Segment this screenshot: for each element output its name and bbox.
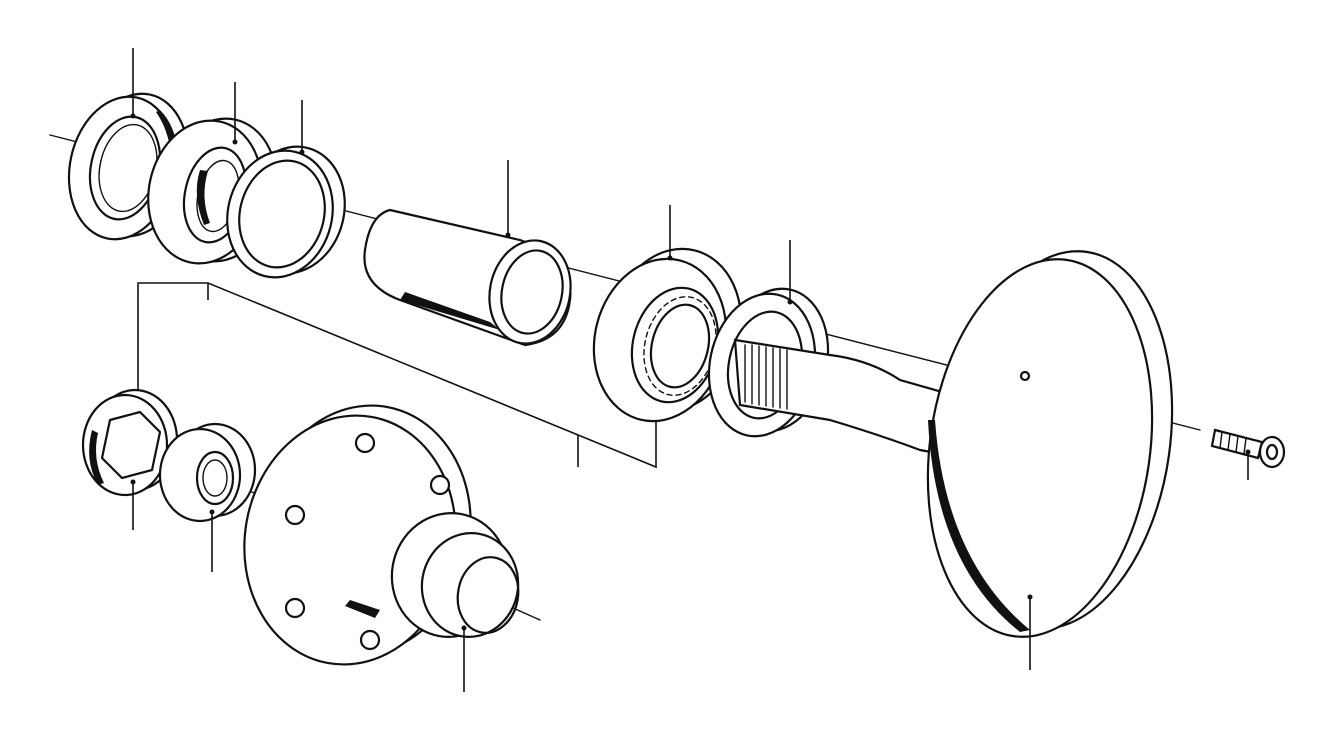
callout-threaded-collar <box>209 509 215 572</box>
callout-drive-flange <box>461 625 467 692</box>
drive-flange[interactable] <box>225 389 526 682</box>
callout-socket-head-bolt <box>1245 449 1251 480</box>
callout-hex-collar-nut <box>130 479 136 530</box>
hex-collar-nut[interactable] <box>81 388 179 497</box>
bearing-set-group <box>137 282 657 469</box>
callout-bearing-race <box>299 100 305 155</box>
callout-shaft-seal-outer <box>130 48 136 119</box>
callout-shaft-seal-inner <box>787 240 793 305</box>
threaded-collar[interactable] <box>158 422 257 523</box>
output-shaft[interactable] <box>733 237 1195 652</box>
callout-spacer-sleeve <box>505 160 511 238</box>
callout-bearing-outer <box>232 82 238 145</box>
bearing-race[interactable] <box>214 135 358 288</box>
callout-leaders <box>130 48 1251 692</box>
callout-output-shaft <box>1027 594 1033 670</box>
spacer-sleeve[interactable] <box>363 208 579 351</box>
callout-bearing-inner <box>667 205 673 261</box>
